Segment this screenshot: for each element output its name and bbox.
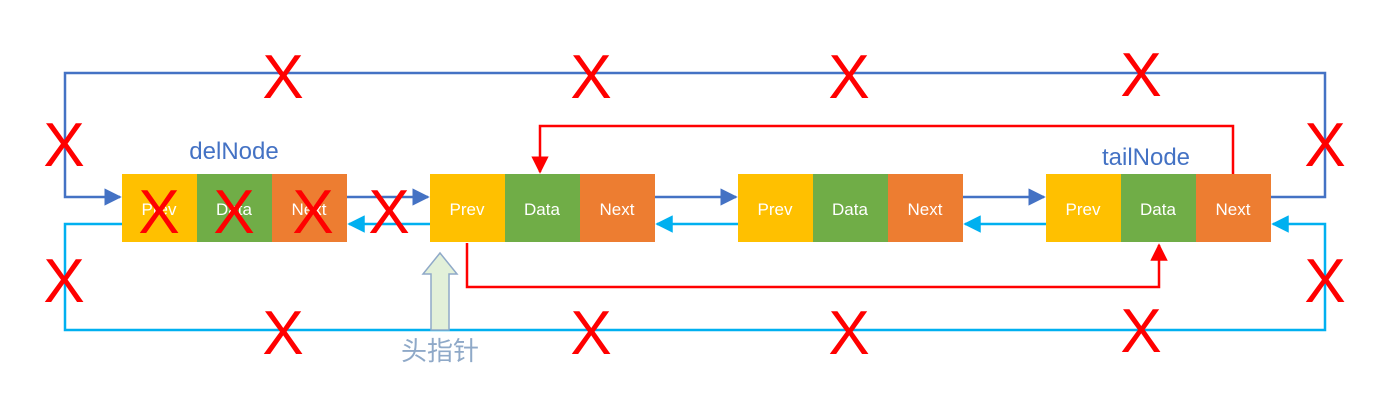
del-node-label: delNode <box>189 138 278 165</box>
new-tail-next-to-head-link <box>531 124 1235 174</box>
tail-node-next-label: Next <box>1216 200 1251 219</box>
x-mark-icon: X <box>1120 297 1161 366</box>
outer-forward-link <box>63 71 1327 206</box>
x-mark-icon: X <box>262 299 303 368</box>
head-pointer-label: 头指针 <box>401 337 479 367</box>
x-mark-icon: X <box>292 178 333 247</box>
tail-node-next-cell <box>1196 174 1271 242</box>
head-node: Prev Data Next <box>430 174 655 242</box>
del-node-next-label: Next <box>292 200 327 219</box>
del-node-data-label: Data <box>216 200 252 219</box>
middle-node-next-cell <box>888 174 963 242</box>
x-mark-icon: X <box>1304 111 1345 180</box>
tail-node-prev-cell <box>1046 174 1121 242</box>
x-mark-icon: X <box>828 299 869 368</box>
x-mark-icon: X <box>570 299 611 368</box>
del-node-prev-label: Prev <box>142 200 177 219</box>
middle-node-data-cell <box>813 174 888 242</box>
middle-node-next-label: Next <box>908 200 943 219</box>
x-mark-icon: X <box>262 43 303 112</box>
del-node: Prev Data Next <box>122 174 347 242</box>
del-node-next-cell <box>272 174 347 242</box>
middle-node-data-label: Data <box>832 200 868 219</box>
tail-node-label: tailNode <box>1102 144 1190 171</box>
tail-node-data-cell <box>1121 174 1196 242</box>
x-mark-icon: X <box>570 43 611 112</box>
head-node-next-label: Next <box>600 200 635 219</box>
x-mark-icon: X <box>1304 247 1345 316</box>
new-head-prev-to-tail-link <box>465 243 1168 289</box>
middle-node: Prev Data Next <box>738 174 963 242</box>
tail-node: Prev Data Next <box>1046 174 1271 242</box>
middle-node-prev-cell <box>738 174 813 242</box>
del-node-prev-cell <box>122 174 197 242</box>
x-mark-icon: X <box>368 178 409 247</box>
head-node-next-cell <box>580 174 655 242</box>
head-node-prev-cell <box>430 174 505 242</box>
head-node-prev-label: Prev <box>450 200 485 219</box>
x-mark-icon: X <box>138 178 179 247</box>
head-node-data-cell <box>505 174 580 242</box>
x-mark-icon: X <box>43 247 84 316</box>
x-mark-icon: X <box>213 178 254 247</box>
tail-node-data-label: Data <box>1140 200 1176 219</box>
del-node-data-cell <box>197 174 272 242</box>
x-mark-icon: X <box>43 111 84 180</box>
x-mark-icon: X <box>1120 41 1161 110</box>
middle-node-prev-label: Prev <box>758 200 793 219</box>
tail-node-prev-label: Prev <box>1066 200 1101 219</box>
up-arrow-icon <box>421 251 459 331</box>
head-node-data-label: Data <box>524 200 560 219</box>
x-mark-icon: X <box>828 43 869 112</box>
outer-backward-link <box>63 215 1327 332</box>
